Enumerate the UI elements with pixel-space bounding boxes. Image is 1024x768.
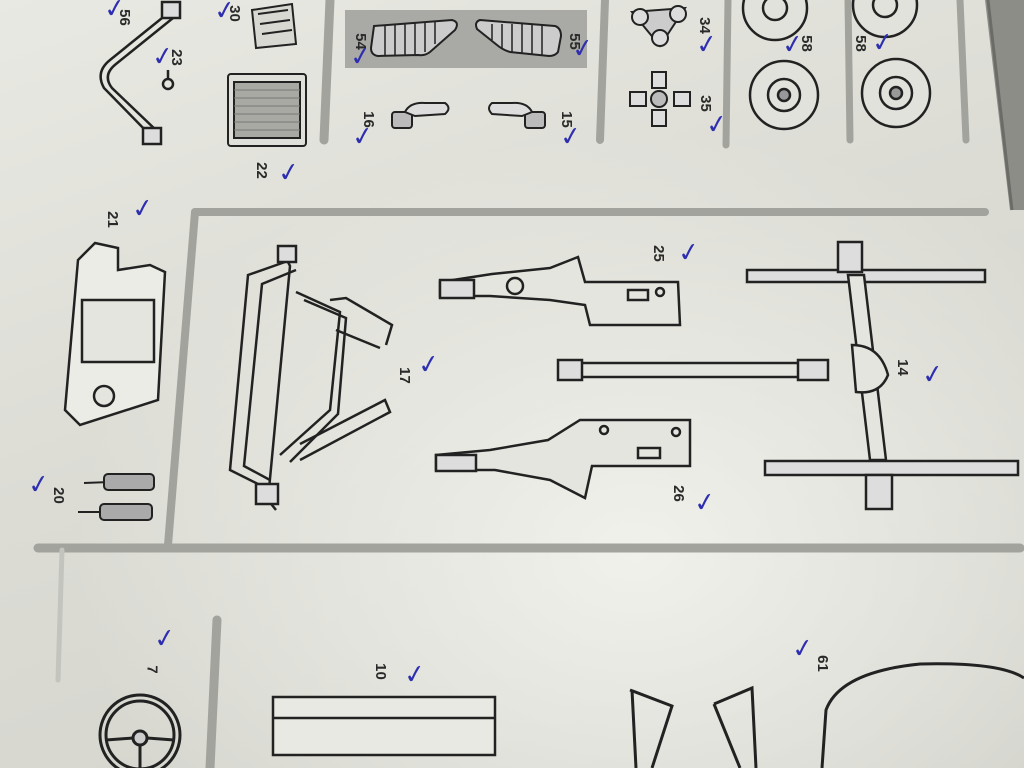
part-17 (228, 244, 394, 511)
part-30 (250, 2, 298, 50)
check-mark: ✓ (790, 632, 816, 666)
part-15 (488, 101, 546, 129)
part-26 (434, 418, 692, 500)
part-label: 35 (696, 95, 714, 112)
check-mark: ✓ (152, 622, 178, 656)
part-label: 21 (103, 211, 121, 228)
part-58-wheels (741, 0, 932, 131)
paper-edge-line (986, 0, 1014, 211)
part-label: 10 (371, 663, 389, 680)
part-label: 14 (893, 359, 911, 376)
check-mark: ✓ (570, 32, 596, 66)
part-22 (227, 73, 307, 147)
part-54 (369, 18, 458, 58)
part-label: 17 (395, 367, 413, 384)
part-14 (556, 240, 1020, 511)
part-56 (99, 0, 182, 146)
check-mark: ✓ (348, 40, 374, 74)
check-mark: ✓ (704, 108, 730, 142)
part-label: 22 (252, 162, 270, 179)
part-7 (98, 693, 182, 768)
part-label: 58 (851, 35, 869, 52)
check-mark: ✓ (26, 468, 52, 502)
part-35 (629, 71, 691, 127)
part-16 (391, 101, 450, 129)
check-mark: ✓ (780, 28, 806, 62)
part-61 (629, 662, 1024, 768)
check-mark: ✓ (150, 40, 176, 74)
check-mark: ✓ (558, 120, 584, 154)
part-55 (475, 18, 563, 58)
part-label: 61 (813, 655, 831, 672)
part-25 (438, 255, 682, 327)
check-mark: ✓ (212, 0, 238, 28)
check-mark: ✓ (920, 358, 946, 392)
panel-dividers (33, 0, 1024, 768)
part-34 (630, 5, 687, 48)
check-mark: ✓ (402, 658, 428, 692)
check-mark: ✓ (416, 348, 442, 382)
check-mark: ✓ (692, 486, 718, 520)
part-label: 26 (669, 485, 687, 502)
check-mark: ✓ (130, 192, 156, 226)
check-mark: ✓ (350, 120, 376, 154)
check-mark: ✓ (870, 26, 896, 60)
part-20 (78, 473, 155, 521)
part-label: 7 (143, 665, 161, 674)
part-label: 20 (49, 487, 67, 504)
part-21 (63, 241, 167, 427)
part-label: 25 (649, 245, 667, 262)
check-mark: ✓ (694, 28, 720, 62)
check-mark: ✓ (276, 156, 302, 190)
check-mark: ✓ (676, 236, 702, 270)
check-mark: ✓ (102, 0, 128, 26)
part-10 (271, 695, 497, 757)
